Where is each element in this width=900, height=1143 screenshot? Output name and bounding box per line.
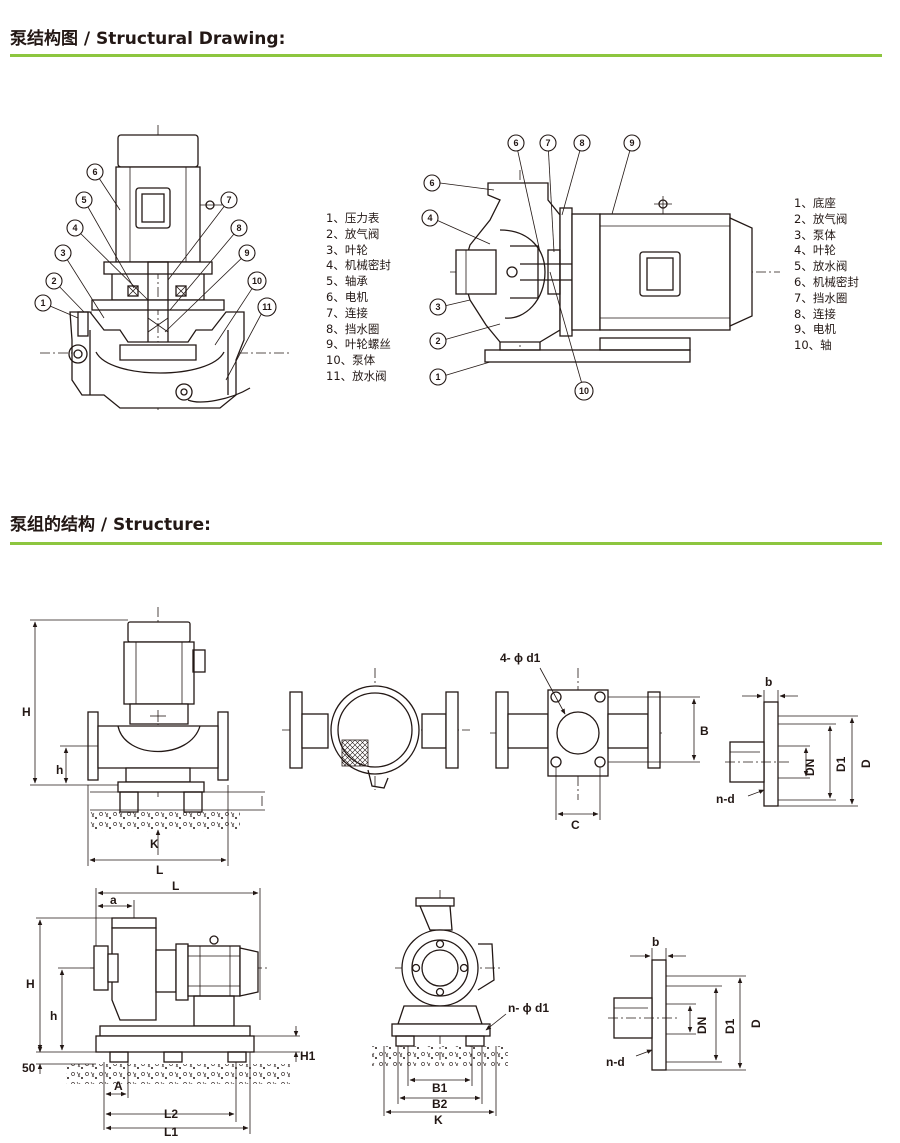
dimension-label-D: D [859,759,873,768]
legend-item: 10、泵体 [326,353,376,368]
callout-number: 2 [51,276,56,286]
dimension-label-B: B [700,724,709,738]
vertical-pump-set-drawing: H h K L [22,607,265,877]
dimension-label-n-phi-d1: n- ϕ d1 [508,1001,549,1015]
callout-number: 4 [427,213,432,223]
dimension-label-L2: L2 [164,1107,178,1121]
callout-number: 1 [40,298,45,308]
legend-item: 4、叶轮 [794,243,836,258]
callout-number: 5 [81,195,86,205]
section-divider [10,542,882,545]
vertical-pump-plan-view-drawing [282,668,470,790]
dimension-label-B1: B1 [432,1081,448,1095]
legend-item: 1、压力表 [326,211,380,225]
dimension-label-h-2: h [50,1009,57,1023]
section-title-structural-drawing: 泵结构图 / Structural Drawing: [10,29,286,49]
horizontal-pump-set-drawing: L a H h H1 50 A L2 L1 [22,879,316,1139]
dimension-label-n-d: n-d [716,792,735,806]
callout-number: 8 [579,138,584,148]
horizontal-pump-callouts: 1 2 3 4 6 6 7 8 9 10 [421,134,641,401]
callout-number: 2 [435,336,440,346]
horizontal-pump-section-drawing: 1 2 3 4 6 6 7 8 9 10 [421,134,780,401]
dimension-label-H1: H1 [300,1049,316,1063]
dimension-label-H-2: H [26,977,35,991]
dimension-label-D1-2: D1 [723,1018,737,1034]
dimension-label-DN: DN [803,759,817,776]
dimension-label-b-2: b [652,935,659,949]
dimension-label-DN-2: DN [695,1017,709,1034]
callout-number: 4 [72,223,77,233]
dimension-label-n-d-2: n-d [606,1055,625,1069]
legend-item: 2、放气阀 [794,211,848,226]
dimension-label-K: K [150,837,159,851]
flange-side-detail-drawing-2: b DN D1 D n-d [606,935,763,1071]
section-divider [10,54,882,57]
dimension-label-L-top: L [172,879,179,893]
legend-item: 10、轴 [794,338,832,353]
legend-item: 9、叶轮螺丝 [326,337,391,352]
dimension-label-b: b [765,675,772,689]
callout-number: 8 [236,223,241,233]
vertical-pump-legend: 1、压力表 2、放气阀 3、叶轮 4、机械密封 5、轴承 6、电机 7、连接 8… [326,211,391,385]
callout-number: 9 [629,138,634,148]
callout-number: 6 [429,178,434,188]
callout-number: 10 [252,276,262,286]
dimension-label-D-2: D [749,1019,763,1028]
section-title-structure: 泵组的结构 / Structure: [10,515,211,535]
legend-item: 8、挡水圈 [326,321,380,336]
legend-item: 5、放水阀 [794,259,848,274]
dimension-label-A: A [114,1079,123,1093]
callout-number: 11 [262,302,272,312]
legend-item: 1、底座 [794,196,836,210]
callout-number: 9 [244,248,249,258]
dimension-label-a: a [110,893,117,907]
horizontal-pump-legend: 1、底座 2、放气阀 3、泵体 4、叶轮 5、放水阀 6、机械密封 7、挡水圈 … [794,196,859,354]
dimension-label-H: H [22,705,31,719]
vertical-pump-section-drawing: 1 2 3 4 5 6 7 8 9 10 11 [34,125,290,410]
legend-item: 11、放水阀 [326,368,387,383]
dimension-label-B2: B2 [432,1097,448,1111]
dimension-label-D1: D1 [834,756,848,772]
callout-number: 6 [92,167,97,177]
legend-item: 9、电机 [794,322,836,337]
dimension-label-K-2: K [434,1113,443,1127]
flange-front-view-drawing: 4- ϕ d1 B C [490,651,709,832]
dimension-label-4-phi-d1: 4- ϕ d1 [500,651,541,665]
callout-number: 7 [226,195,231,205]
legend-item: 8、连接 [794,306,836,321]
horizontal-pump-end-view-drawing: n- ϕ d1 B1 B2 K [372,890,549,1127]
vertical-pump-callouts: 1 2 3 4 5 6 7 8 9 10 11 [34,163,277,381]
legend-item: 7、连接 [326,305,368,320]
dimension-label-L1: L1 [164,1125,178,1139]
callout-number: 7 [545,138,550,148]
callout-number: 3 [60,248,65,258]
callout-number: 3 [435,302,440,312]
legend-item: 4、机械密封 [326,258,391,273]
dimension-label-50: 50 [22,1061,36,1075]
dimension-label-C: C [571,818,580,832]
legend-item: 7、挡水圈 [794,290,848,305]
legend-item: 2、放气阀 [326,226,380,241]
legend-item: 3、泵体 [794,227,836,242]
legend-item: 3、叶轮 [326,242,368,257]
legend-item: 6、电机 [326,289,368,304]
callout-number: 6 [513,138,518,148]
flange-side-detail-drawing: b DN D1 D n-d [716,675,873,807]
callout-number: 1 [435,372,440,382]
callout-number: 10 [579,386,589,396]
legend-item: 5、轴承 [326,274,368,289]
legend-item: 6、机械密封 [794,274,859,289]
dimension-label-L: L [156,863,163,877]
dimension-label-h: h [56,763,63,777]
